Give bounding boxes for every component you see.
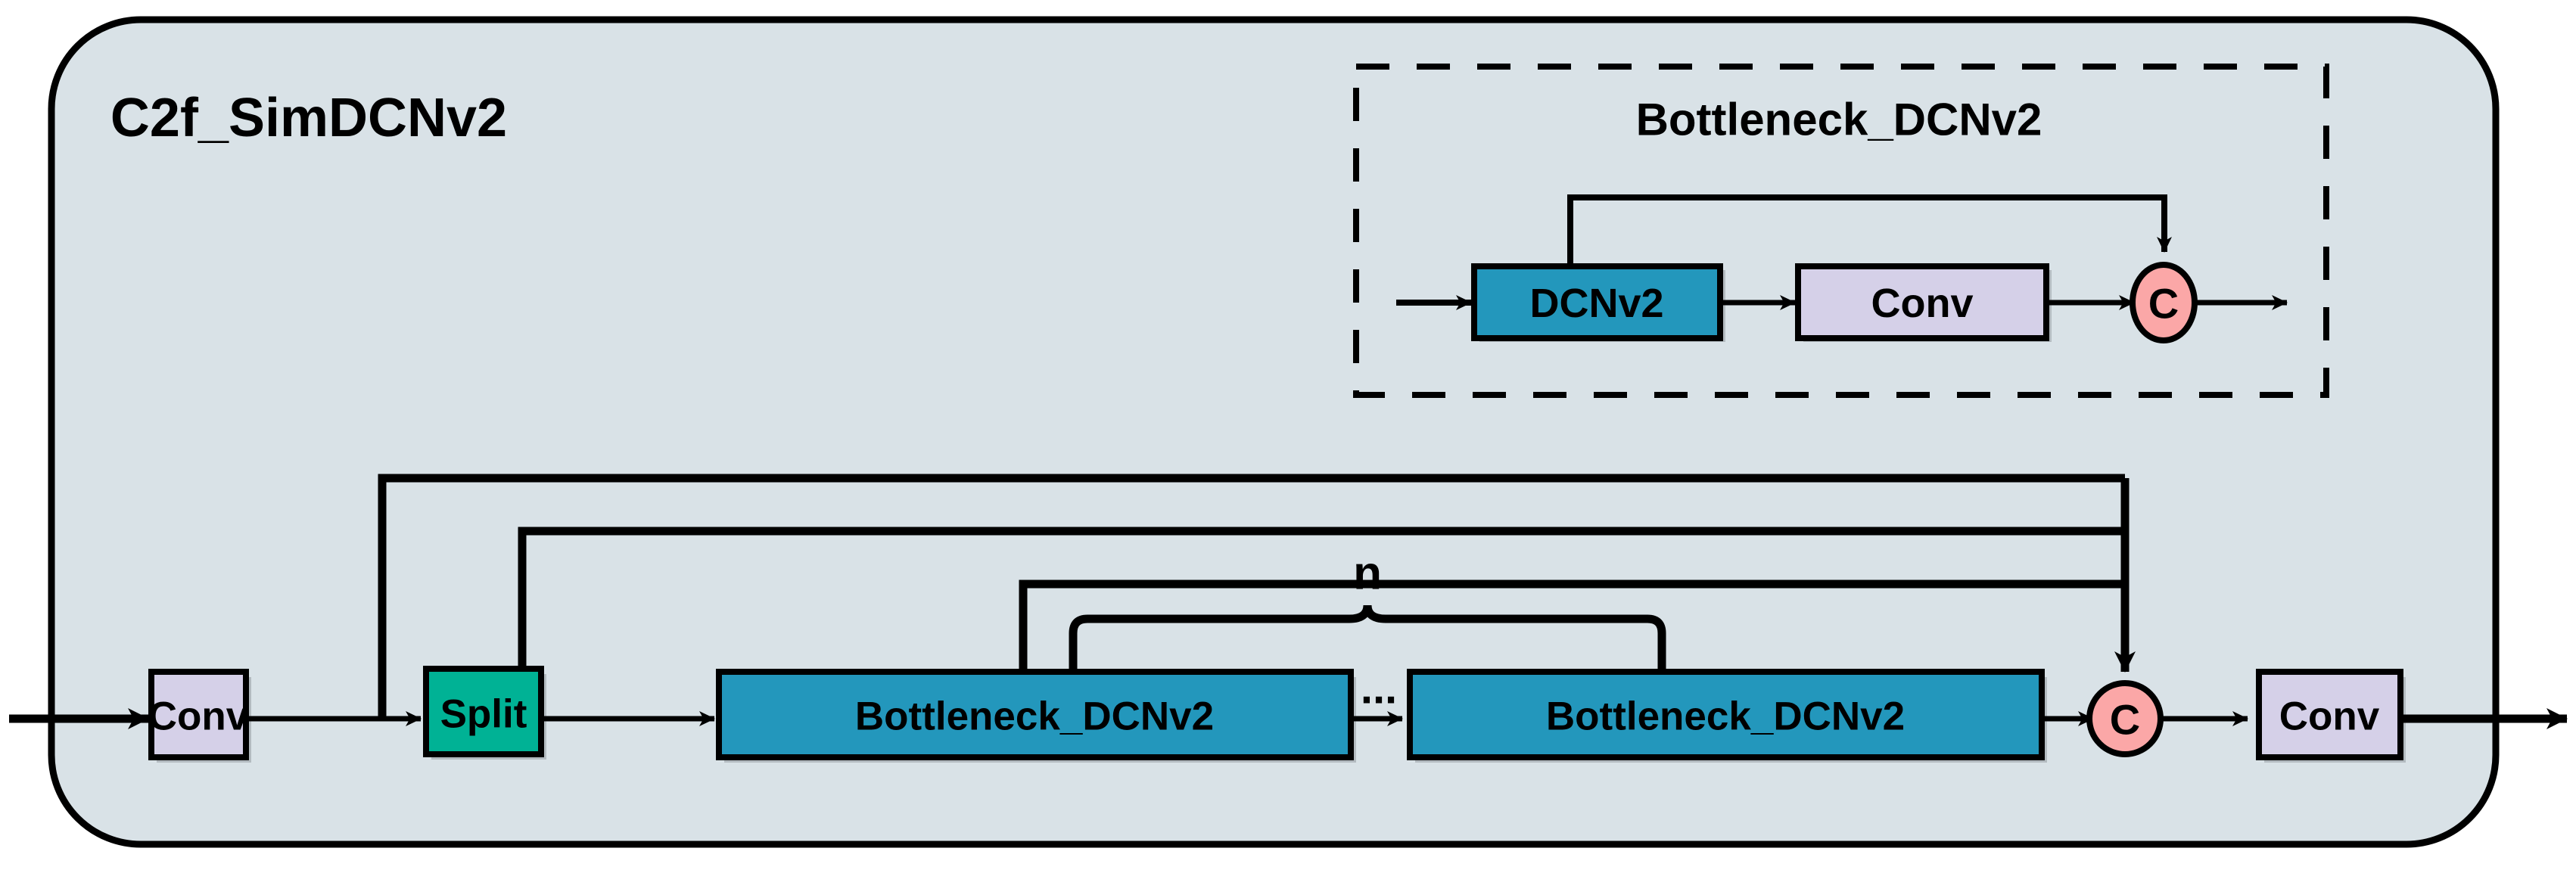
bottleneck-inset-panel: Bottleneck_DCNv2 bbox=[1353, 64, 2329, 398]
inset-skip-edge bbox=[1567, 194, 2172, 266]
inset-flow: DCNv2 Conv C bbox=[1396, 194, 2288, 343]
skip-edge-from-conv bbox=[378, 474, 2125, 719]
main-node-split[interactable]: Split bbox=[423, 666, 546, 760]
inset-title: Bottleneck_DCNv2 bbox=[1636, 95, 2042, 145]
main-flow: Conv Split Bottleneck_DCNv2 ... Bottlene… bbox=[9, 664, 2568, 763]
skip-edge-from-split bbox=[518, 527, 2125, 669]
repeat-brace bbox=[1069, 604, 1666, 672]
main-node-conv-in-label: Conv bbox=[148, 694, 249, 739]
main-node-conv-out-label: Conv bbox=[2279, 694, 2380, 739]
outer-container bbox=[48, 16, 2500, 848]
inset-node-concat-label: C bbox=[2148, 280, 2179, 328]
inset-node-dcnv2[interactable]: DCNv2 bbox=[1471, 263, 1725, 342]
inset-node-conv[interactable]: Conv bbox=[1795, 263, 2052, 342]
main-node-bottleneck-1[interactable]: Bottleneck_DCNv2 bbox=[716, 669, 1356, 763]
main-node-concat-label: C bbox=[2110, 696, 2140, 744]
main-node-conv-in[interactable]: Conv bbox=[148, 669, 251, 763]
main-node-bottleneck-n-label: Bottleneck_DCNv2 bbox=[1546, 694, 1905, 739]
inset-node-conv-label: Conv bbox=[1871, 281, 1974, 326]
ellipsis-label: ... bbox=[1361, 664, 1397, 713]
page-title: C2f_SimDCNv2 bbox=[110, 88, 507, 148]
repeat-count-label: n bbox=[1353, 548, 1382, 600]
main-node-split-label: Split bbox=[440, 692, 527, 737]
inset-node-concat[interactable]: C bbox=[2130, 262, 2198, 343]
main-node-bottleneck-n[interactable]: Bottleneck_DCNv2 bbox=[1407, 669, 2047, 763]
main-node-concat[interactable]: C bbox=[2086, 680, 2164, 757]
main-node-conv-out[interactable]: Conv bbox=[2256, 669, 2406, 763]
inset-node-dcnv2-label: DCNv2 bbox=[1529, 281, 1663, 326]
main-skip-edges bbox=[378, 474, 2136, 719]
skip-edge-from-bottleneck bbox=[1019, 579, 2125, 672]
main-node-bottleneck-1-label: Bottleneck_DCNv2 bbox=[855, 694, 1214, 739]
repeat-brace-group: n bbox=[1069, 548, 1666, 672]
